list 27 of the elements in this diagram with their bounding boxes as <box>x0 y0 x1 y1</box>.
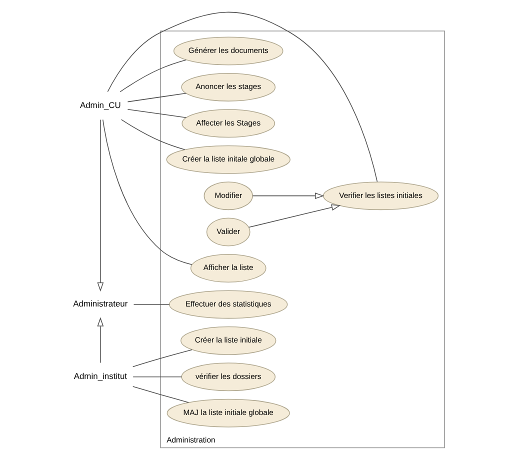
node-ellipse: Créer la liste initale globale <box>166 144 290 174</box>
connector <box>132 376 182 377</box>
node-ellipse: Affecter les Stages <box>181 108 275 138</box>
node-ellipse: vérifier les dossiers <box>180 362 276 391</box>
connector <box>126 92 186 102</box>
node-text: Admin_institut <box>73 370 127 381</box>
arrow <box>96 316 104 363</box>
connector <box>126 108 186 118</box>
connector <box>120 118 185 150</box>
node-ellipse: Effectuer des statistiques <box>168 290 288 318</box>
node-ellipse: Générer les documents <box>172 36 283 65</box>
node-ellipse: Anoncer les stages <box>180 72 276 101</box>
connector <box>106 11 378 182</box>
node-text: Administrateur <box>72 298 128 308</box>
connector <box>132 386 188 402</box>
node-ellipse: Afficher la liste <box>190 254 266 282</box>
connector <box>132 348 192 367</box>
connector <box>119 58 186 92</box>
node-ellipse: Valider <box>206 217 250 246</box>
node-ellipse: Créer la liste initiale <box>180 326 276 354</box>
arrow <box>248 204 340 228</box>
node-ellipse: MAJ la liste initiale globale <box>166 398 290 427</box>
connector <box>102 118 192 264</box>
arrow <box>252 192 324 199</box>
node-ellipse: Modifier <box>203 181 252 210</box>
node-text: Admin_CU <box>79 99 120 110</box>
arrow <box>96 118 104 292</box>
